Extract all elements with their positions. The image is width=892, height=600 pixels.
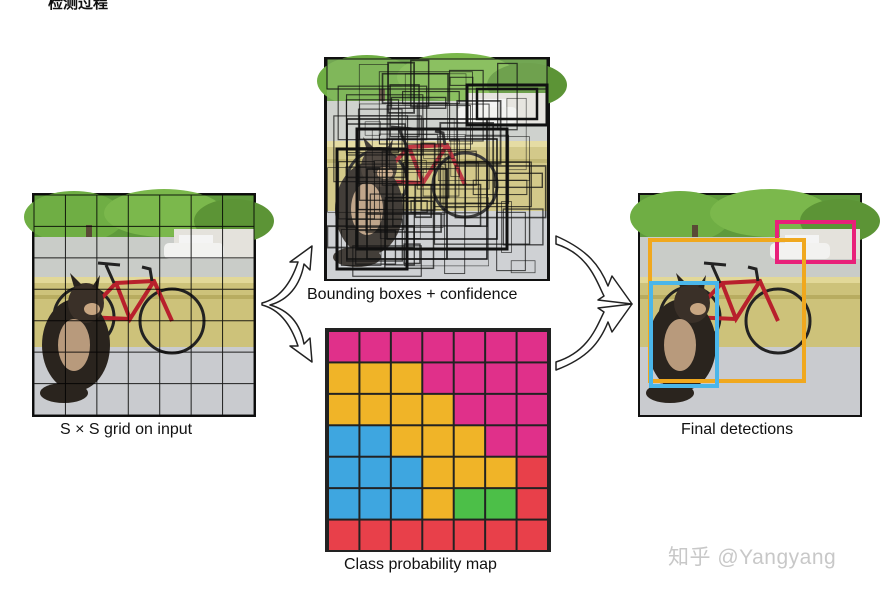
- class-cell-blue: [329, 457, 359, 488]
- class-cell-yellow: [329, 394, 359, 425]
- candidate-box: [404, 73, 467, 135]
- candidate-box: [390, 96, 447, 109]
- class-cell-green: [454, 489, 485, 519]
- watermark: 知乎 @Yangyang: [668, 546, 837, 569]
- grid-input-panel: [22, 187, 276, 417]
- candidate-box: [345, 166, 444, 228]
- class-cell-pink: [486, 394, 516, 425]
- class-cell-blue: [360, 489, 390, 519]
- candidate-box: [402, 162, 479, 214]
- candidate-box: [410, 59, 430, 108]
- class-cell-pink: [517, 363, 547, 393]
- bounding-boxes-panel: [315, 51, 569, 281]
- caption-class-map: Class probability map: [344, 556, 497, 573]
- class-cell-yellow: [423, 394, 453, 425]
- class-cell-red: [517, 457, 547, 488]
- candidate-box: [437, 136, 530, 182]
- class-cell-yellow: [486, 457, 516, 488]
- class-cell-pink: [454, 394, 485, 425]
- candidate-box: [392, 183, 482, 227]
- class-cell-pink: [454, 332, 485, 362]
- final-detections-panel: [628, 187, 882, 417]
- candidate-box: [402, 90, 460, 105]
- class-cell-red: [329, 520, 359, 550]
- candidate-box: [444, 207, 466, 275]
- class-cell-pink: [486, 332, 516, 362]
- class-cell-red: [360, 520, 390, 550]
- candidate-box: [378, 71, 473, 145]
- candidate-box: [414, 183, 433, 219]
- candidate-box: [510, 260, 536, 274]
- class-cell-yellow: [360, 394, 390, 425]
- class-cell-yellow: [454, 426, 485, 456]
- class-cell-red: [454, 520, 485, 550]
- caption-grid: S × S grid on input: [60, 421, 193, 438]
- class-cell-red: [486, 520, 516, 550]
- class-cell-pink: [486, 363, 516, 393]
- candidate-box: [338, 161, 375, 220]
- class-cell-red: [391, 520, 422, 550]
- candidate-box: [449, 76, 474, 86]
- class-cell-blue: [391, 457, 422, 488]
- class-cell-red: [517, 520, 547, 550]
- class-cell-red: [423, 520, 453, 550]
- class-cell-blue: [360, 426, 390, 456]
- candidate-box: [501, 201, 512, 253]
- candidate-box: [454, 165, 547, 219]
- candidate-box: [327, 167, 380, 213]
- class-cell-pink: [329, 332, 359, 362]
- class-cell-pink: [517, 394, 547, 425]
- class-cell-yellow: [423, 489, 453, 519]
- merge-arrow: [555, 235, 633, 371]
- class-cell-yellow: [391, 394, 422, 425]
- class-cell-pink: [454, 363, 485, 393]
- candidate-box: [346, 123, 406, 179]
- class-cell-yellow: [391, 426, 422, 456]
- class-cell-green: [486, 489, 516, 519]
- caption-bounding-boxes: Bounding boxes + confidence: [307, 286, 518, 303]
- header-text: 检测过程: [48, 0, 109, 12]
- class-cell-blue: [391, 489, 422, 519]
- candidate-box: [420, 142, 436, 212]
- candidate-box: [497, 62, 518, 131]
- candidate-box: [464, 134, 510, 204]
- class-cell-pink: [486, 426, 516, 456]
- class-probability-panel: [325, 328, 551, 552]
- candidate-box: [371, 128, 390, 170]
- class-cell-pink: [423, 332, 453, 362]
- candidate-box: [326, 225, 415, 249]
- class-cell-pink: [423, 363, 453, 393]
- caption-final-detections: Final detections: [681, 421, 794, 438]
- class-cell-yellow: [423, 426, 453, 456]
- candidate-box: [423, 118, 455, 159]
- class-cell-blue: [329, 426, 359, 456]
- detection-box-dog: [649, 281, 719, 388]
- candidate-box: [422, 168, 460, 197]
- candidate-box: [502, 208, 544, 246]
- class-cell-pink: [517, 426, 547, 456]
- class-cell-pink: [360, 332, 390, 362]
- class-cell-red: [517, 489, 547, 519]
- class-cell-blue: [329, 489, 359, 519]
- candidate-box: [326, 58, 548, 90]
- class-cell-yellow: [454, 457, 485, 488]
- class-cell-yellow: [360, 363, 390, 393]
- class-cell-yellow: [329, 363, 359, 393]
- class-cell-blue: [360, 457, 390, 488]
- class-cell-pink: [517, 332, 547, 362]
- class-cell-yellow: [391, 363, 422, 393]
- class-cell-yellow: [423, 457, 453, 488]
- split-arrow: [261, 245, 313, 363]
- candidate-box: [364, 121, 381, 136]
- candidate-box: [387, 61, 415, 114]
- class-cell-pink: [391, 332, 422, 362]
- candidate-box: [404, 197, 489, 267]
- candidate-box: [496, 211, 526, 272]
- candidate-box: [357, 108, 403, 185]
